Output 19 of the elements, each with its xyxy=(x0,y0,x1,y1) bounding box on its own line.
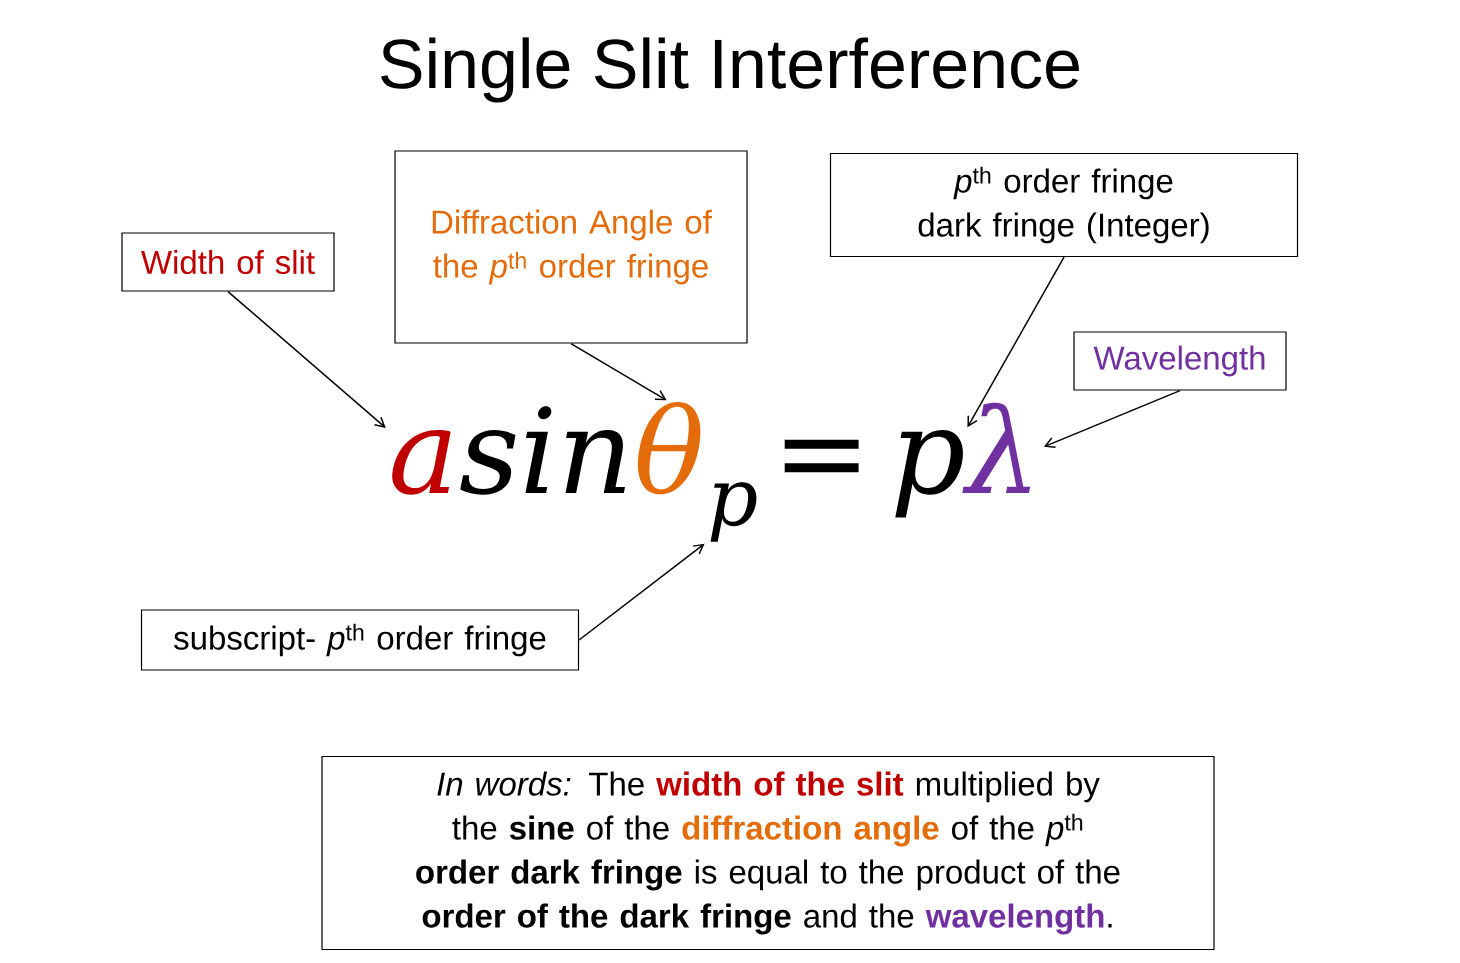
callout-box: Width of slit xyxy=(121,232,335,292)
explanation-box: In words: The width of the slit multiplied by the sine of the diffraction angle of the p$^{th}$ order dark fringe is equal to the product of the order of the dark fringe and the wavelength. xyxy=(321,755,1215,951)
arrow xyxy=(570,342,667,401)
callout-box: Diffraction Angle of the p$^{th}$ order fringe xyxy=(394,150,748,344)
equation-symbol: = xyxy=(784,439,859,473)
equation-symbol: sin xyxy=(460,406,625,495)
arrow xyxy=(967,256,1065,428)
callout-box: subscript- p$^{th}$ order fringe xyxy=(140,609,580,671)
equation-symbol: p xyxy=(710,482,757,542)
equation-symbol: p xyxy=(895,430,963,518)
arrow xyxy=(1043,389,1181,449)
arrow xyxy=(578,543,705,641)
equation-symbol: θ xyxy=(637,402,701,495)
callout-box: Wavelength xyxy=(1073,331,1287,391)
arrow xyxy=(227,290,386,428)
equation-symbol: λ xyxy=(962,402,1031,493)
callout-box: p$^{th}$ order fringe dark fringe (Integer) xyxy=(829,152,1299,258)
equation-symbol: a xyxy=(392,430,451,495)
title: Single Slit Interference xyxy=(381,37,1079,103)
